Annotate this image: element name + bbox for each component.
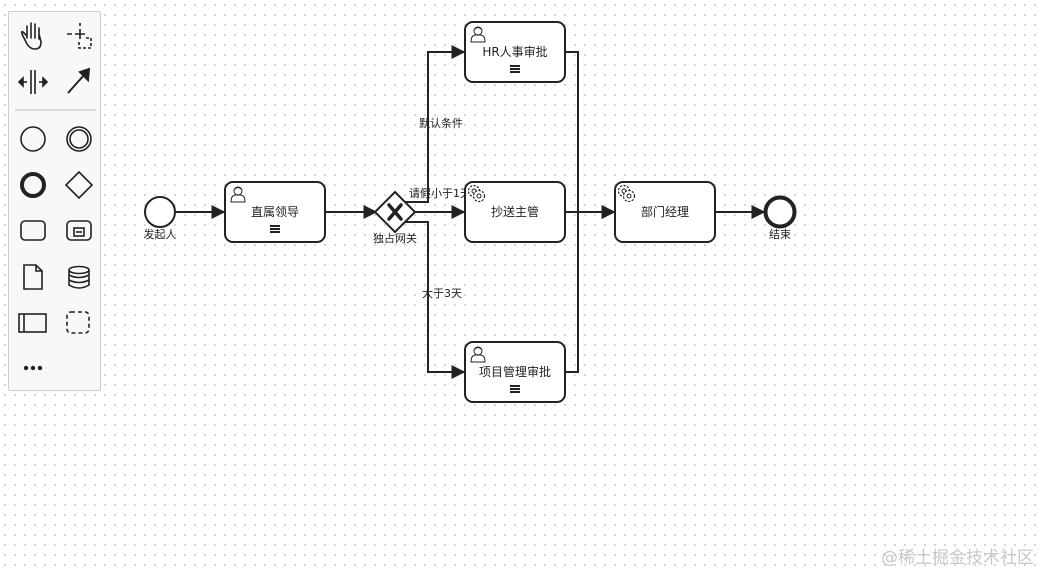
- x-marker-icon: [387, 203, 403, 221]
- gateway-label: 独占网关: [373, 231, 417, 245]
- flow-label-default: 默认条件: [419, 116, 463, 130]
- flow-label-greater-than-3: 大于3天: [422, 286, 462, 300]
- task-icon[interactable]: [20, 220, 46, 241]
- gateway-icon[interactable]: [64, 170, 94, 200]
- task-dept-manager[interactable]: 部门经理: [614, 181, 716, 243]
- pool-icon[interactable]: [18, 313, 47, 333]
- end-event[interactable]: [763, 195, 797, 229]
- start-event-icon[interactable]: [20, 126, 46, 152]
- task-cc-supervisor[interactable]: 抄送主管: [464, 181, 566, 243]
- subprocess-icon[interactable]: [66, 220, 92, 241]
- data-store-icon[interactable]: [68, 265, 90, 289]
- task-project-approval[interactable]: 项目管理审批: [464, 341, 566, 403]
- start-event[interactable]: [144, 196, 176, 228]
- task-hr-approval-label: HR人事审批: [482, 44, 547, 59]
- task-project-approval-label: 项目管理审批: [479, 364, 551, 379]
- intermediate-event-icon[interactable]: [66, 126, 92, 152]
- connect-tool-icon[interactable]: [67, 67, 91, 94]
- exclusive-gateway[interactable]: [373, 190, 417, 234]
- end-event-icon[interactable]: [20, 172, 46, 198]
- watermark: @稀土掘金技术社区: [881, 548, 1034, 568]
- data-object-icon[interactable]: [23, 264, 43, 290]
- hand-tool-icon[interactable]: [20, 22, 42, 50]
- start-event-label: 发起人: [144, 227, 177, 241]
- tool-palette: [8, 11, 101, 391]
- flow-hr-to-manager[interactable]: [566, 51, 616, 219]
- task-dept-manager-label: 部门经理: [641, 204, 689, 219]
- menu-icon: [270, 225, 280, 233]
- flow-project-to-manager[interactable]: [566, 212, 579, 373]
- task-cc-supervisor-label: 抄送主管: [491, 204, 539, 219]
- lasso-tool-icon[interactable]: [67, 23, 92, 49]
- end-event-label: 结束: [769, 228, 791, 241]
- more-tools-icon[interactable]: [23, 365, 43, 371]
- menu-icon: [510, 65, 520, 73]
- task-direct-leader[interactable]: 直属领导: [224, 181, 326, 243]
- group-icon[interactable]: [66, 311, 90, 334]
- space-tool-icon[interactable]: [17, 70, 49, 94]
- flow-label-less-than-1: 请假小于1天: [409, 186, 471, 200]
- task-hr-approval[interactable]: HR人事审批: [464, 21, 566, 83]
- task-direct-leader-label: 直属领导: [251, 205, 299, 219]
- menu-icon: [510, 385, 520, 393]
